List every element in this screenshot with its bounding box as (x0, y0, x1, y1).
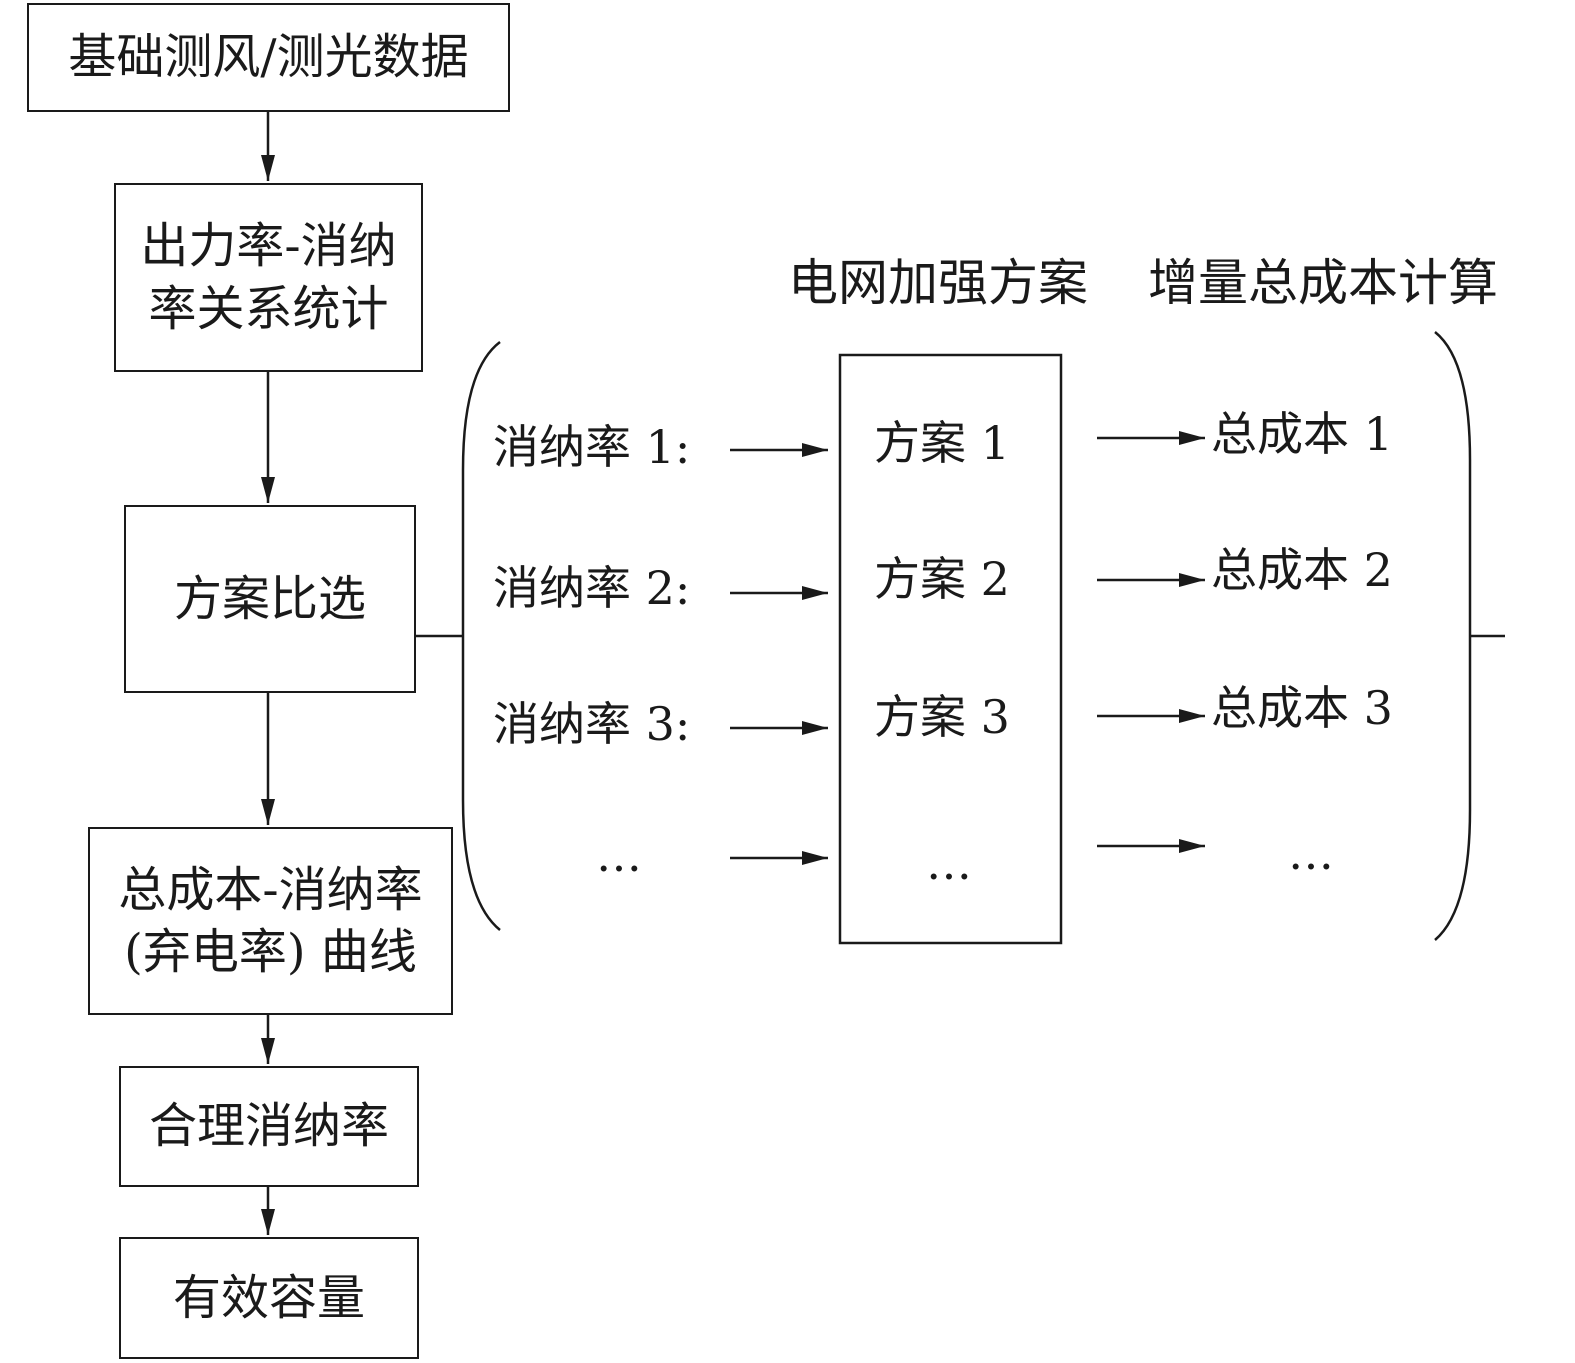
step-box-output-rate-stats: 出力率-消纳 率关系统计 (114, 183, 423, 372)
plan-label-1: 方案 1 (874, 416, 1010, 470)
cost-label-2: 总成本 2 (1211, 543, 1393, 597)
rate-label-3: 消纳率 3: (493, 697, 691, 751)
plan-label-2: 方案 2 (874, 552, 1010, 606)
right-parenthesis (1434, 331, 1472, 941)
header-cost-calc: 增量总成本计算 (1148, 254, 1498, 312)
step-label-effective-capacity: 有效容量 (172, 1269, 365, 1326)
step-label-reasonable-rate: 合理消纳率 (148, 1098, 389, 1155)
step-box-cost-curve: 总成本-消纳率 (弃电率) 曲线 (88, 827, 453, 1015)
cost-label-etc: … (1288, 826, 1334, 880)
cost-label-3: 总成本 3 (1211, 681, 1393, 735)
step-label-cost-curve: 总成本-消纳率 (弃电率) 曲线 (118, 861, 423, 980)
plan-label-3: 方案 3 (874, 690, 1010, 744)
cost-label-1: 总成本 1 (1211, 407, 1393, 461)
rate-label-2: 消纳率 2: (493, 561, 691, 615)
rate-label-etc: … (596, 828, 642, 882)
header-grid-plan: 电网加强方案 (788, 254, 1088, 312)
plan-label-etc: … (926, 836, 972, 890)
step-label-output-rate-stats: 出力率-消纳 率关系统计 (140, 218, 397, 337)
step-label-scheme-selection: 方案比选 (173, 570, 366, 627)
step-box-effective-capacity: 有效容量 (119, 1237, 419, 1359)
step-box-basic-data: 基础测风/测光数据 (27, 3, 510, 112)
step-box-scheme-selection: 方案比选 (124, 505, 416, 693)
step-label-basic-data: 基础测风/测光数据 (68, 29, 469, 86)
plan-container-box (838, 353, 1063, 945)
rate-label-1: 消纳率 1: (493, 420, 691, 474)
left-parenthesis (461, 341, 501, 931)
step-box-reasonable-rate: 合理消纳率 (119, 1066, 419, 1187)
